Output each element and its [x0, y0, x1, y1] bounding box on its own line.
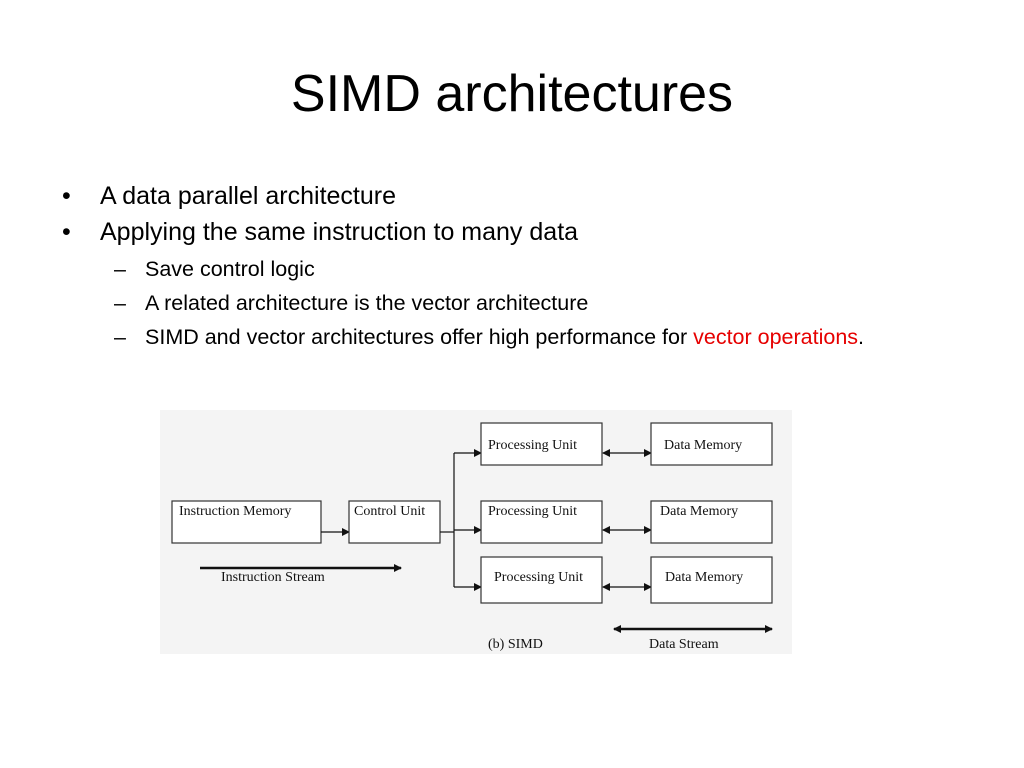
control-unit-box: Control Unit: [348, 500, 441, 544]
sub-bullet-list: – Save control logic – A related archite…: [114, 256, 942, 351]
bullet-text: Applying the same instruction to many da…: [100, 218, 579, 246]
sub-bullet-text: A related architecture is the vector arc…: [145, 291, 589, 315]
data-memory-box: Data Memory: [650, 556, 773, 604]
bullet-marker: •: [62, 218, 71, 246]
slide-title: SIMD architectures: [290, 65, 734, 123]
sub-bullet-text-plain: SIMD and vector architectures offer high…: [145, 325, 694, 349]
sub-bullet-marker: –: [114, 291, 126, 315]
data-memory-label: Data Memory: [665, 570, 743, 585]
processing-unit-box: Processing Unit: [480, 556, 603, 604]
sub-bullet-item: – A related architecture is the vector a…: [114, 290, 942, 317]
control-unit-label: Control Unit: [354, 504, 425, 519]
bullet-text: A data parallel architecture: [100, 182, 397, 210]
sub-bullet-text: SIMD and vector architectures offer high…: [145, 324, 942, 351]
instruction-stream-label: Instruction Stream: [221, 570, 325, 585]
data-memory-box: Data Memory: [650, 422, 773, 466]
processing-unit-label: Processing Unit: [494, 570, 583, 585]
processing-unit-box: Processing Unit: [480, 422, 603, 466]
bullet-marker: •: [62, 182, 71, 210]
bullet-list: • A data parallel architecture • Applyin…: [62, 178, 942, 358]
instruction-memory-label: Instruction Memory: [179, 504, 291, 519]
highlighted-term: vector operations: [693, 325, 859, 349]
sub-bullet-text-end: .: [858, 325, 865, 349]
sub-bullet-marker: –: [114, 257, 126, 281]
processing-unit-box: Processing Unit: [480, 500, 603, 544]
instruction-memory-box: Instruction Memory: [171, 500, 322, 544]
processing-unit-label: Processing Unit: [488, 438, 577, 453]
sub-bullet-item: – Save control logic: [114, 256, 942, 283]
data-memory-label: Data Memory: [660, 504, 738, 519]
simd-diagram-svg: Instruction Memory Control Unit Processi…: [171, 422, 773, 652]
bullet-item: • Applying the same instruction to many …: [62, 214, 942, 250]
processing-unit-label: Processing Unit: [488, 504, 577, 519]
sub-bullet-item: – SIMD and vector architectures offer hi…: [114, 324, 942, 351]
data-stream-label: Data Stream: [649, 637, 719, 652]
diagram-caption: (b) SIMD: [488, 637, 543, 652]
simd-diagram: Instruction Memory Control Unit Processi…: [160, 410, 792, 654]
data-memory-box: Data Memory: [650, 500, 773, 544]
sub-bullet-text: Save control logic: [145, 257, 315, 281]
data-memory-label: Data Memory: [664, 438, 742, 453]
bullet-item: • A data parallel architecture: [62, 178, 942, 214]
sub-bullet-marker: –: [114, 325, 126, 349]
